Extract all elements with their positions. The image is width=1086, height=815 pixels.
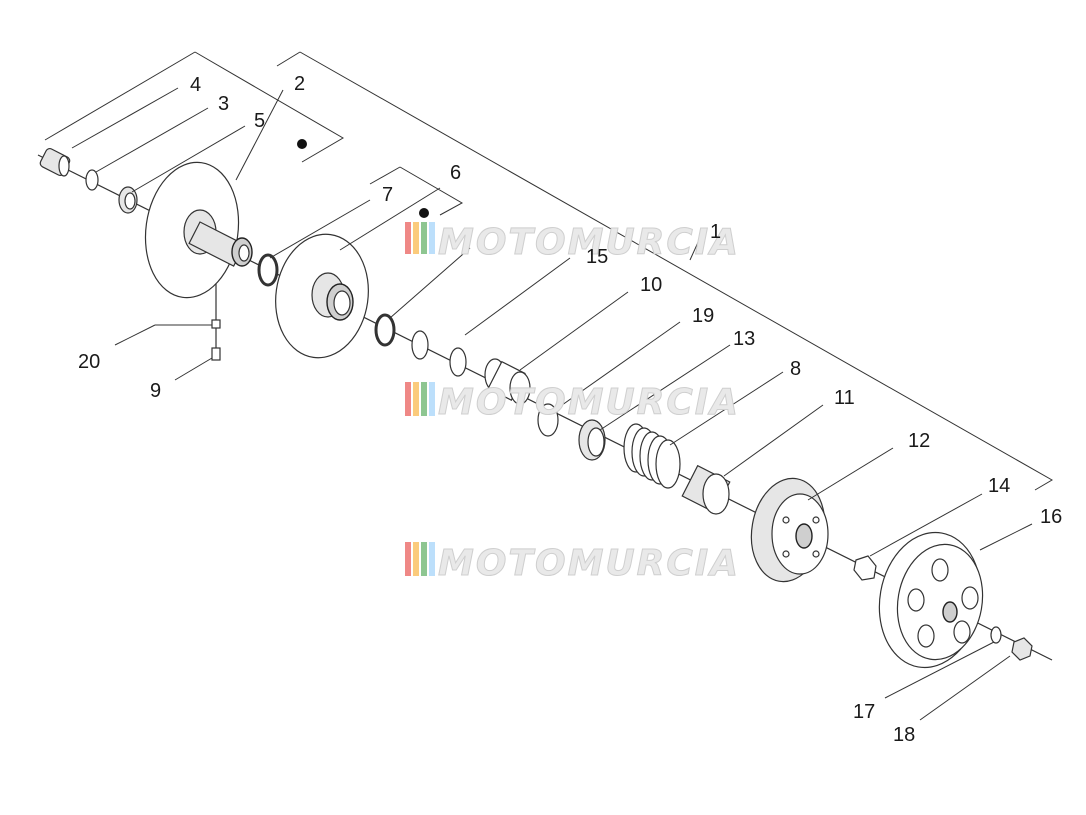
watermark-text-3: MOTOMURCIA (438, 543, 740, 584)
label-4: 4 (190, 74, 201, 96)
part-8-spring (623, 423, 681, 489)
label-1: 1 (710, 221, 721, 243)
part-12-clutch-shoes (750, 477, 829, 583)
part-11-spring-cup (681, 464, 731, 515)
label-20: 20 (78, 351, 100, 373)
part-4-needle-bearing (39, 147, 71, 177)
label-8: 8 (790, 358, 801, 380)
watermark-text-2: MOTOMURCIA (438, 382, 740, 423)
label-9: 9 (150, 380, 161, 402)
label-15: 15 (586, 246, 608, 268)
group-bracket-1 (276, 51, 1053, 491)
fixed-pulley-half (144, 161, 253, 299)
part-19-washer (537, 403, 559, 437)
label-11: 11 (834, 387, 855, 409)
label-18: 18 (893, 724, 915, 746)
leader-lines (71, 87, 1033, 721)
part-17-washer (990, 626, 1002, 644)
part-18-nut (1011, 637, 1033, 661)
label-13: 13 (733, 328, 755, 350)
part-20-and-9-pin (211, 319, 221, 361)
label-17: 17 (853, 701, 875, 723)
o-ring-2 (374, 313, 396, 347)
part-labels: 4 3 5 2 6 7 1 15 10 19 13 8 11 12 14 16 … (78, 73, 1062, 746)
watermark-text-1: MOTOMURCIA (438, 222, 740, 263)
part-7-o-ring (257, 253, 279, 287)
part-16-clutch-bell (878, 531, 984, 669)
watermark-1: MOTOMURCIA (405, 222, 740, 264)
label-19: 19 (692, 305, 714, 327)
part-13-spring-seat (578, 419, 606, 461)
assembly-dot-1 (297, 139, 307, 149)
watermark-2: MOTOMURCIA (405, 382, 740, 424)
label-14: 14 (988, 475, 1010, 497)
part-3-circlip (85, 169, 99, 191)
assembly-dot-2 (419, 208, 429, 218)
group-bracket-2 (44, 51, 344, 163)
movable-pulley-half (275, 233, 369, 359)
part-15-seals (411, 330, 467, 377)
watermark-3: MOTOMURCIA (405, 542, 740, 585)
label-12: 12 (908, 430, 930, 452)
group-bracket-6 (369, 166, 464, 216)
label-7: 7 (382, 184, 393, 206)
label-16: 16 (1040, 506, 1062, 528)
part-10-bush (484, 358, 531, 405)
label-3: 3 (218, 93, 229, 115)
label-10: 10 (640, 274, 662, 296)
label-2: 2 (294, 73, 305, 95)
label-5: 5 (254, 110, 265, 132)
part-5-bearing (118, 186, 138, 214)
part-14-nut (853, 555, 877, 581)
label-6: 6 (450, 162, 461, 184)
